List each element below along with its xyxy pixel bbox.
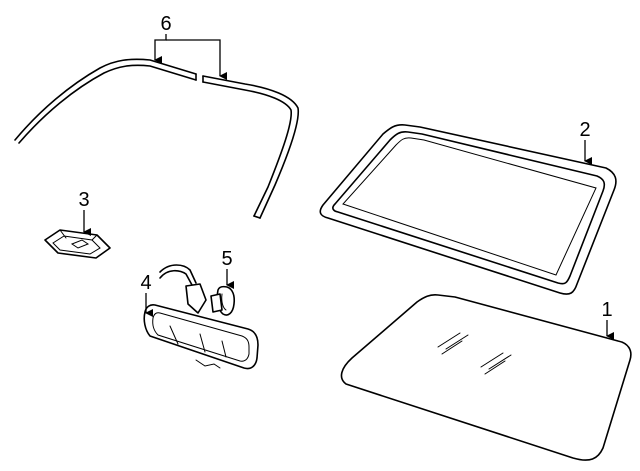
callout-1: 1 [601, 299, 614, 340]
callout-label-3: 3 [78, 189, 89, 211]
callout-6: 6 [154, 13, 227, 80]
callout-label-5: 5 [221, 248, 232, 270]
part-1-windshield-glass [340, 294, 632, 461]
callout-3: 3 [78, 189, 91, 236]
callout-label-2: 2 [579, 119, 590, 141]
part-4-rearview-mirror [143, 264, 259, 370]
callout-label-4: 4 [140, 272, 151, 294]
callout-4: 4 [140, 272, 153, 317]
callout-6-arrow-right [166, 39, 227, 80]
callout-5: 5 [221, 248, 234, 289]
callout-label-1: 1 [601, 299, 612, 321]
part-3-sensor-bracket [44, 229, 111, 259]
part-6-windshield-moulding [14, 58, 300, 219]
callout-2: 2 [579, 119, 592, 165]
callout-label-6: 6 [160, 13, 171, 35]
part-2-windshield-weatherstrip [319, 124, 617, 295]
callout-6-arrow-left [154, 34, 167, 64]
